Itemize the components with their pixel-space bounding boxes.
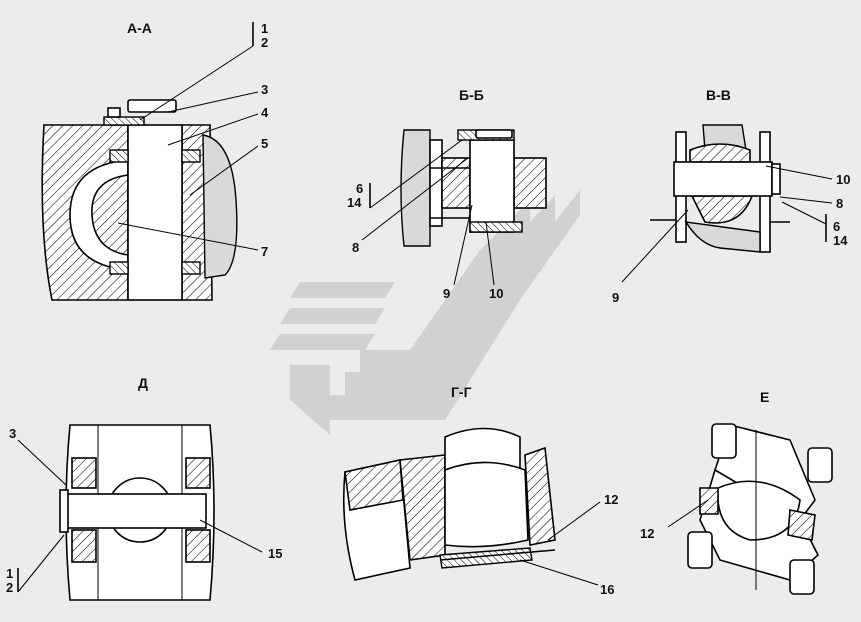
section-vv-title: В-В xyxy=(706,87,731,103)
watermark-logo-icon xyxy=(270,190,580,435)
callout-aa-7: 7 xyxy=(261,244,268,259)
callout-vv-14: 14 xyxy=(833,233,848,248)
callout-vv-9: 9 xyxy=(612,290,619,305)
callout-bb-14: 14 xyxy=(347,195,362,210)
view-d-title: Д xyxy=(138,375,148,391)
callout-vv-10: 10 xyxy=(836,172,850,187)
callout-aa-1: 1 xyxy=(261,21,268,36)
section-bb: Б-Б 6 14 8 9 10 xyxy=(347,87,547,301)
callout-vv-8: 8 xyxy=(836,196,843,211)
view-d: Д 3 1 2 15 xyxy=(6,375,282,601)
section-gg-title: Г-Г xyxy=(451,384,472,400)
callout-gg-12: 12 xyxy=(604,492,618,507)
callout-aa-3: 3 xyxy=(261,82,268,97)
callout-e-12: 12 xyxy=(640,526,654,541)
callout-bb-10: 10 xyxy=(489,286,503,301)
view-e-title: Е xyxy=(760,389,769,405)
callout-d-3: 3 xyxy=(9,426,16,441)
section-aa: А-А 1 2 3 4 5 7 xyxy=(41,20,269,301)
section-gg: Г-Г 12 16 xyxy=(342,384,618,597)
callout-bb-6: 6 xyxy=(356,181,363,196)
section-aa-title: А-А xyxy=(127,20,152,36)
section-bb-title: Б-Б xyxy=(459,87,484,103)
callout-bb-8: 8 xyxy=(352,240,359,255)
callout-aa-5: 5 xyxy=(261,136,268,151)
callout-aa-4: 4 xyxy=(261,105,269,120)
callout-aa-2: 2 xyxy=(261,35,268,50)
callout-d-1: 1 xyxy=(6,566,13,581)
callout-gg-16: 16 xyxy=(600,582,614,597)
callout-d-15: 15 xyxy=(268,546,282,561)
callout-vv-6: 6 xyxy=(833,219,840,234)
callout-bb-9: 9 xyxy=(443,286,450,301)
callout-d-2: 2 xyxy=(6,580,13,595)
view-e: Е 12 xyxy=(640,389,833,595)
section-vv: В-В 10 8 6 14 9 xyxy=(612,87,850,305)
